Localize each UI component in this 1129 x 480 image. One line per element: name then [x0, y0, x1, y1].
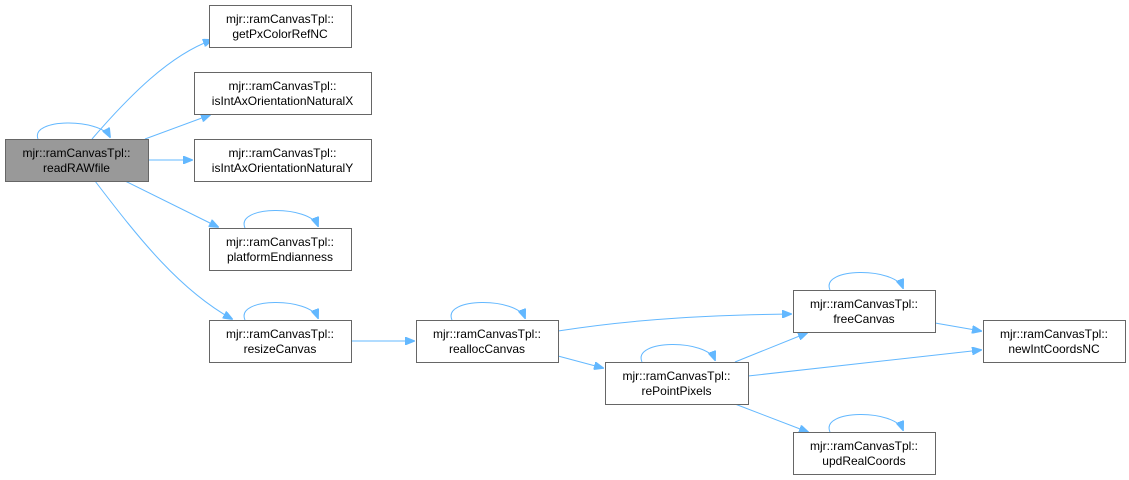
edge-readRAWfile-isIntAxOrientationNaturalX [144, 115, 210, 140]
node-reallocCanvas[interactable]: mjr::ramCanvasTpl::reallocCanvas [416, 320, 559, 363]
edge-freeCanvas-newIntCoordsNC [934, 322, 981, 331]
node-rePointPixels[interactable]: mjr::ramCanvasTpl::rePointPixels [605, 362, 749, 405]
node-isIntAxOrientationNaturalX[interactable]: mjr::ramCanvasTpl::isIntAxOrientationNat… [194, 72, 372, 115]
self-loop-readRAWfile [37, 122, 110, 140]
node-label: platformEndianness [227, 250, 333, 264]
self-loop-updRealCoords [828, 414, 903, 433]
self-loop-reallocCanvas [450, 302, 525, 321]
edge-reallocCanvas-freeCanvas [557, 314, 791, 332]
node-label: reallocCanvas [449, 342, 525, 356]
node-readRAWfile[interactable]: mjr::ramCanvasTpl::readRAWfile [5, 139, 149, 182]
edge-readRAWfile-getPxColorRefNC [91, 40, 212, 140]
edge-reallocCanvas-rePointPixels [557, 355, 603, 368]
node-label: mjr::ramCanvasTpl:: [226, 327, 334, 341]
node-label: mjr::ramCanvasTpl:: [228, 79, 336, 93]
node-label: mjr::ramCanvasTpl:: [622, 369, 730, 383]
node-label: isIntAxOrientationNaturalX [212, 94, 353, 108]
node-getPxColorRefNC[interactable]: mjr::ramCanvasTpl::getPxColorRefNC [209, 5, 352, 48]
node-label: mjr::ramCanvasTpl:: [433, 327, 541, 341]
node-box [209, 228, 352, 271]
self-loop-rePointPixels [640, 344, 715, 363]
node-label: mjr::ramCanvasTpl:: [226, 235, 334, 249]
node-label: mjr::ramCanvasTpl:: [22, 146, 130, 160]
node-box [194, 72, 372, 115]
node-box [209, 5, 352, 48]
edge-rePointPixels-freeCanvas [734, 333, 807, 363]
node-label: getPxColorRefNC [232, 27, 328, 41]
node-box [194, 139, 372, 182]
node-label: newIntCoordsNC [1008, 342, 1100, 356]
node-label: freeCanvas [833, 312, 894, 326]
node-platformEndianness[interactable]: mjr::ramCanvasTpl::platformEndianness [209, 228, 352, 271]
node-updRealCoords[interactable]: mjr::ramCanvasTpl::updRealCoords [793, 432, 936, 475]
node-isIntAxOrientationNaturalY[interactable]: mjr::ramCanvasTpl::isIntAxOrientationNat… [194, 139, 372, 182]
node-box [605, 362, 749, 405]
node-box [5, 139, 149, 182]
node-label: isIntAxOrientationNaturalY [212, 161, 353, 175]
node-label: readRAWfile [43, 161, 110, 175]
edge-readRAWfile-resizeCanvas [94, 180, 232, 319]
node-freeCanvas[interactable]: mjr::ramCanvasTpl::freeCanvas [793, 290, 936, 333]
edge-readRAWfile-platformEndianness [124, 180, 218, 227]
self-loop-freeCanvas [828, 272, 903, 291]
self-loop-platformEndianness [243, 210, 318, 229]
node-box [793, 290, 936, 333]
node-newIntCoordsNC[interactable]: mjr::ramCanvasTpl::newIntCoordsNC [983, 320, 1126, 363]
node-label: rePointPixels [641, 384, 711, 398]
node-label: resizeCanvas [244, 342, 317, 356]
node-box [416, 320, 559, 363]
node-box [209, 320, 352, 363]
node-label: updRealCoords [822, 454, 905, 468]
node-label: mjr::ramCanvasTpl:: [810, 439, 918, 453]
node-box [793, 432, 936, 475]
node-label: mjr::ramCanvasTpl:: [810, 297, 918, 311]
node-label: mjr::ramCanvasTpl:: [228, 146, 336, 160]
self-loop-resizeCanvas [243, 302, 318, 321]
node-label: mjr::ramCanvasTpl:: [226, 12, 334, 26]
edge-rePointPixels-newIntCoordsNC [747, 350, 981, 377]
node-box [983, 320, 1126, 363]
node-label: mjr::ramCanvasTpl:: [1000, 327, 1108, 341]
node-resizeCanvas[interactable]: mjr::ramCanvasTpl::resizeCanvas [209, 320, 352, 363]
edge-rePointPixels-updRealCoords [734, 403, 808, 432]
